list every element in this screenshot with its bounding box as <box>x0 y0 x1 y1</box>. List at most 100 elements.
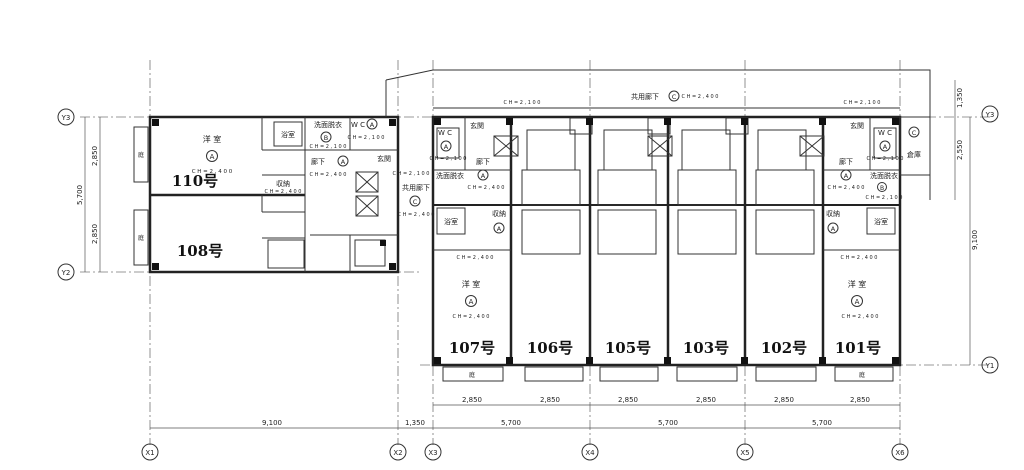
ceiling-height-shuno-110: C H = 2 , 4 0 0 <box>265 189 302 195</box>
unit-number-106: 106号 <box>527 339 573 357</box>
room-label-senmen-101: 洗面脱衣 <box>870 171 898 180</box>
grade-badge-c: C <box>413 198 418 206</box>
ceiling-height-genkan-107: C H = 2 , 1 0 0 <box>504 100 541 106</box>
ceiling-height-roka-107: C H = 2 , 4 0 0 <box>468 185 505 191</box>
ceiling-height-shuno-107: C H = 2 , 4 0 0 <box>457 255 494 261</box>
room-label-shuno-110: 収納 <box>276 179 290 188</box>
dim-2850-1: 2,850 <box>462 396 482 404</box>
axis-label-y1: Y1 <box>985 362 995 370</box>
ceiling-height-wc-110: C H = 2 , 1 0 0 <box>348 135 385 141</box>
grade-badge: A <box>210 153 215 161</box>
unit-number-110: 110号 <box>172 172 218 190</box>
dim-2850-5: 2,850 <box>774 396 794 404</box>
ceiling-height-genkan-101: C H = 2 , 1 0 0 <box>844 100 881 106</box>
ceiling-height-wc-101: C H = 2 , 1 0 0 <box>867 156 904 162</box>
dim-right-9100: 9,100 <box>971 230 979 250</box>
room-label-senmen-110: 洗面脱衣 <box>314 120 342 129</box>
room-label-yokushitsu-107: 浴室 <box>444 217 458 226</box>
axis-markers <box>57 105 999 461</box>
room-label-genkan-107: 玄関 <box>470 121 484 130</box>
room-label-wc-107: W C <box>438 129 452 137</box>
unit-number-107: 107号 <box>449 339 495 357</box>
room-label-senmen-107: 洗面脱衣 <box>436 171 464 180</box>
grade-badge: A <box>469 298 474 306</box>
room-label-shuno-101: 収納 <box>826 209 840 218</box>
axis-label-y2: Y2 <box>61 269 71 277</box>
axis-label-x2: X2 <box>393 449 402 457</box>
unit-number-102: 102号 <box>761 339 807 357</box>
room-label-roka-101: 廊下 <box>839 157 853 166</box>
grade-badge-c: C <box>912 129 917 137</box>
middle-unit-outlines <box>521 117 815 255</box>
grade-badge: A <box>341 158 346 166</box>
left-wing-units <box>133 115 400 274</box>
room-label-youshitsu-110: 洋 室 <box>203 134 222 144</box>
corridor-label-top: 共用廊下 <box>631 92 659 101</box>
garden-label-left-bottom: 庭 <box>138 234 144 242</box>
axis-label-y3-left: Y3 <box>61 114 71 122</box>
room-label-roka-110: 廊下 <box>311 157 325 166</box>
dim-2850-3: 2,850 <box>618 396 638 404</box>
room-label-genkan-110: 玄関 <box>377 154 391 163</box>
dim-2850-6: 2,850 <box>850 396 870 404</box>
axis-label-x1: X1 <box>145 449 154 457</box>
axis-label-x3: X3 <box>428 449 437 457</box>
dim-bottom-5700-b: 5,700 <box>658 419 678 427</box>
unit-number-103: 103号 <box>683 339 729 357</box>
ceiling-height-corridor-top: C H = 2 , 4 0 0 <box>682 94 719 100</box>
dim-left-2850-top: 2,850 <box>91 146 99 166</box>
ceiling-height-youshitsu-101: C H = 2 , 4 0 0 <box>842 314 879 320</box>
axis-label-x5: X5 <box>740 449 749 457</box>
ceiling-height-senmen-101: C H = 2 , 1 0 0 <box>866 195 903 201</box>
unit-number-101: 101号 <box>835 339 881 357</box>
garden-label-107: 庭 <box>469 371 475 379</box>
grade-badge: A <box>831 225 836 233</box>
grade-badge-c: C <box>672 93 677 101</box>
grade-badge: A <box>497 225 502 233</box>
dim-bottom-5700-c: 5,700 <box>812 419 832 427</box>
grade-badge-b: B <box>324 134 328 142</box>
dim-left-5700: 5,700 <box>76 185 84 205</box>
ceiling-height-wc-107: C H = 2 , 1 0 0 <box>430 156 467 162</box>
garden-label-101: 庭 <box>859 371 865 379</box>
grade-badge: A <box>844 172 849 180</box>
ceiling-height-senmen-110: C H = 2 , 1 0 0 <box>310 144 347 150</box>
unit-number-108: 108号 <box>177 242 223 260</box>
grade-badge: A <box>370 121 375 129</box>
unit-number-105: 105号 <box>605 339 651 357</box>
axis-label-x6: X6 <box>895 449 905 457</box>
grade-badge: A <box>883 143 888 151</box>
grade-badge: A <box>444 143 449 151</box>
ceiling-height-110: C H = 2 , 4 0 0 <box>192 169 233 175</box>
room-label-wc-110: W C <box>351 121 365 129</box>
room-label-youshitsu-107: 洋 室 <box>462 279 481 289</box>
dim-bottom-5700-a: 5,700 <box>501 419 521 427</box>
dim-bottom-9100: 9,100 <box>262 419 282 427</box>
ceiling-height-roka-101: C H = 2 , 4 0 0 <box>828 185 865 191</box>
dim-right-2550: 2,550 <box>956 140 964 160</box>
ceiling-height-youshitsu-107: C H = 2 , 4 0 0 <box>453 314 490 320</box>
room-label-yokushitsu-101: 浴室 <box>874 217 888 226</box>
dim-bottom-1350: 1,350 <box>405 419 425 427</box>
room-label-wc-101: W C <box>878 129 892 137</box>
garden-label-left-top: 庭 <box>138 151 144 159</box>
dimension-lines <box>84 80 971 429</box>
corridor-label-left: 共用廊下 <box>402 183 430 192</box>
grade-badge-b: B <box>880 185 884 192</box>
dim-2850-4: 2,850 <box>696 396 716 404</box>
room-label-roka-107: 廊下 <box>476 157 490 166</box>
ceiling-height-roka-110: C H = 2 , 4 0 0 <box>310 172 347 178</box>
axis-label-y3-right: Y3 <box>985 111 995 119</box>
ceiling-height-genkan-110: C H = 2 , 1 0 0 <box>393 171 430 177</box>
ceiling-height-corridor-left: C H = 2 , 4 0 0 <box>398 212 435 218</box>
room-label-yokushitsu-110: 浴室 <box>281 130 295 139</box>
room-label-shuno-107: 収納 <box>492 209 506 218</box>
room-label-youshitsu-101: 洋 室 <box>848 279 867 289</box>
dim-left-2850-bottom: 2,850 <box>91 224 99 244</box>
right-block-units <box>385 69 931 382</box>
room-label-souko-101: 倉庫 <box>907 150 921 159</box>
room-label-genkan-101: 玄関 <box>850 121 864 130</box>
grade-badge: A <box>481 172 486 180</box>
grade-badge: A <box>855 298 860 306</box>
